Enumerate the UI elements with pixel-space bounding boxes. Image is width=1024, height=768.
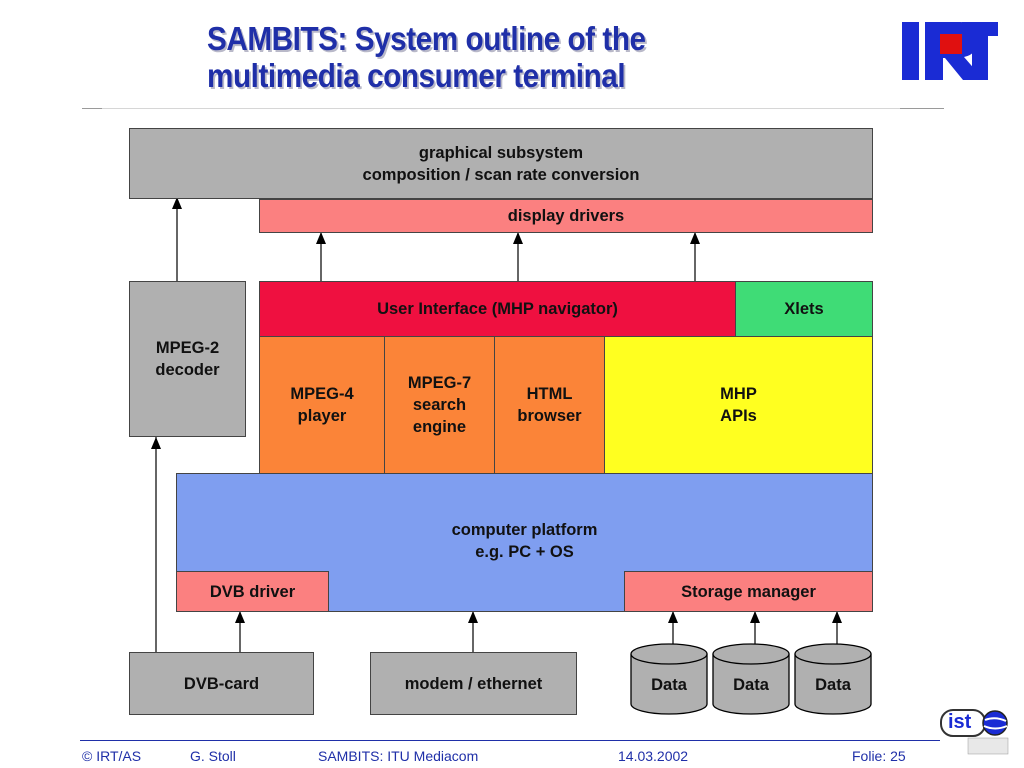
footer-author: G. Stoll (190, 748, 236, 764)
footer-copyright: © IRT/AS (82, 748, 142, 764)
dvb-card-box: DVB-card (129, 652, 314, 715)
arrowhead (690, 232, 700, 244)
data-store-label-3: Data (815, 676, 851, 694)
arrowhead (832, 611, 842, 623)
arrowhead (151, 437, 161, 449)
mpeg4-player-box: MPEG-4 player (259, 336, 385, 474)
footer-event: SAMBITS: ITU Mediacom (318, 748, 479, 764)
arrowhead (235, 611, 245, 623)
data-store-3 (794, 643, 872, 715)
footer-date: 14.03.2002 (618, 748, 689, 764)
storage-manager-box: Storage manager (624, 571, 873, 612)
data-store-1 (630, 643, 708, 715)
xlets-box: Xlets (735, 281, 873, 337)
arrowhead (668, 611, 678, 623)
modem-ethernet-box: modem / ethernet (370, 652, 577, 715)
ist-logo: ist (940, 706, 1012, 756)
header-line (102, 108, 900, 109)
arrowhead (750, 611, 760, 623)
html-browser-box: HTML browser (494, 336, 605, 474)
mhp-apis-box: MHP APIs (604, 336, 873, 474)
arrowhead (316, 232, 326, 244)
arrowhead (172, 197, 182, 209)
title-line-1: SAMBITS: System outline of the (207, 20, 646, 57)
dvb-driver-box: DVB driver (176, 571, 329, 612)
header-line-right (900, 108, 944, 109)
mpeg2-decoder-box: MPEG-2 decoder (129, 281, 246, 437)
title-line-2: multimedia consumer terminal (207, 57, 626, 94)
header-line-left (82, 108, 102, 109)
arrowhead (468, 611, 478, 623)
display-drivers-box: display drivers (259, 199, 873, 233)
slide-title: SAMBITS: System outline of the multimedi… (207, 20, 747, 94)
footer-line (80, 740, 940, 741)
user-interface-box: User Interface (MHP navigator) (259, 281, 736, 337)
irt-logo (902, 22, 998, 80)
arrowhead (513, 232, 523, 244)
graphical-subsystem-box: graphical subsystem composition / scan r… (129, 128, 873, 199)
ist-logo-text: ist (948, 711, 972, 733)
footer-page-number: Folie: 25 (852, 748, 906, 764)
data-store-2 (712, 643, 790, 715)
data-store-label-2: Data (733, 676, 769, 694)
data-store-cylinders (630, 643, 872, 715)
data-store-label-1: Data (651, 676, 687, 694)
mpeg7-search-engine-box: MPEG-7 search engine (384, 336, 495, 474)
